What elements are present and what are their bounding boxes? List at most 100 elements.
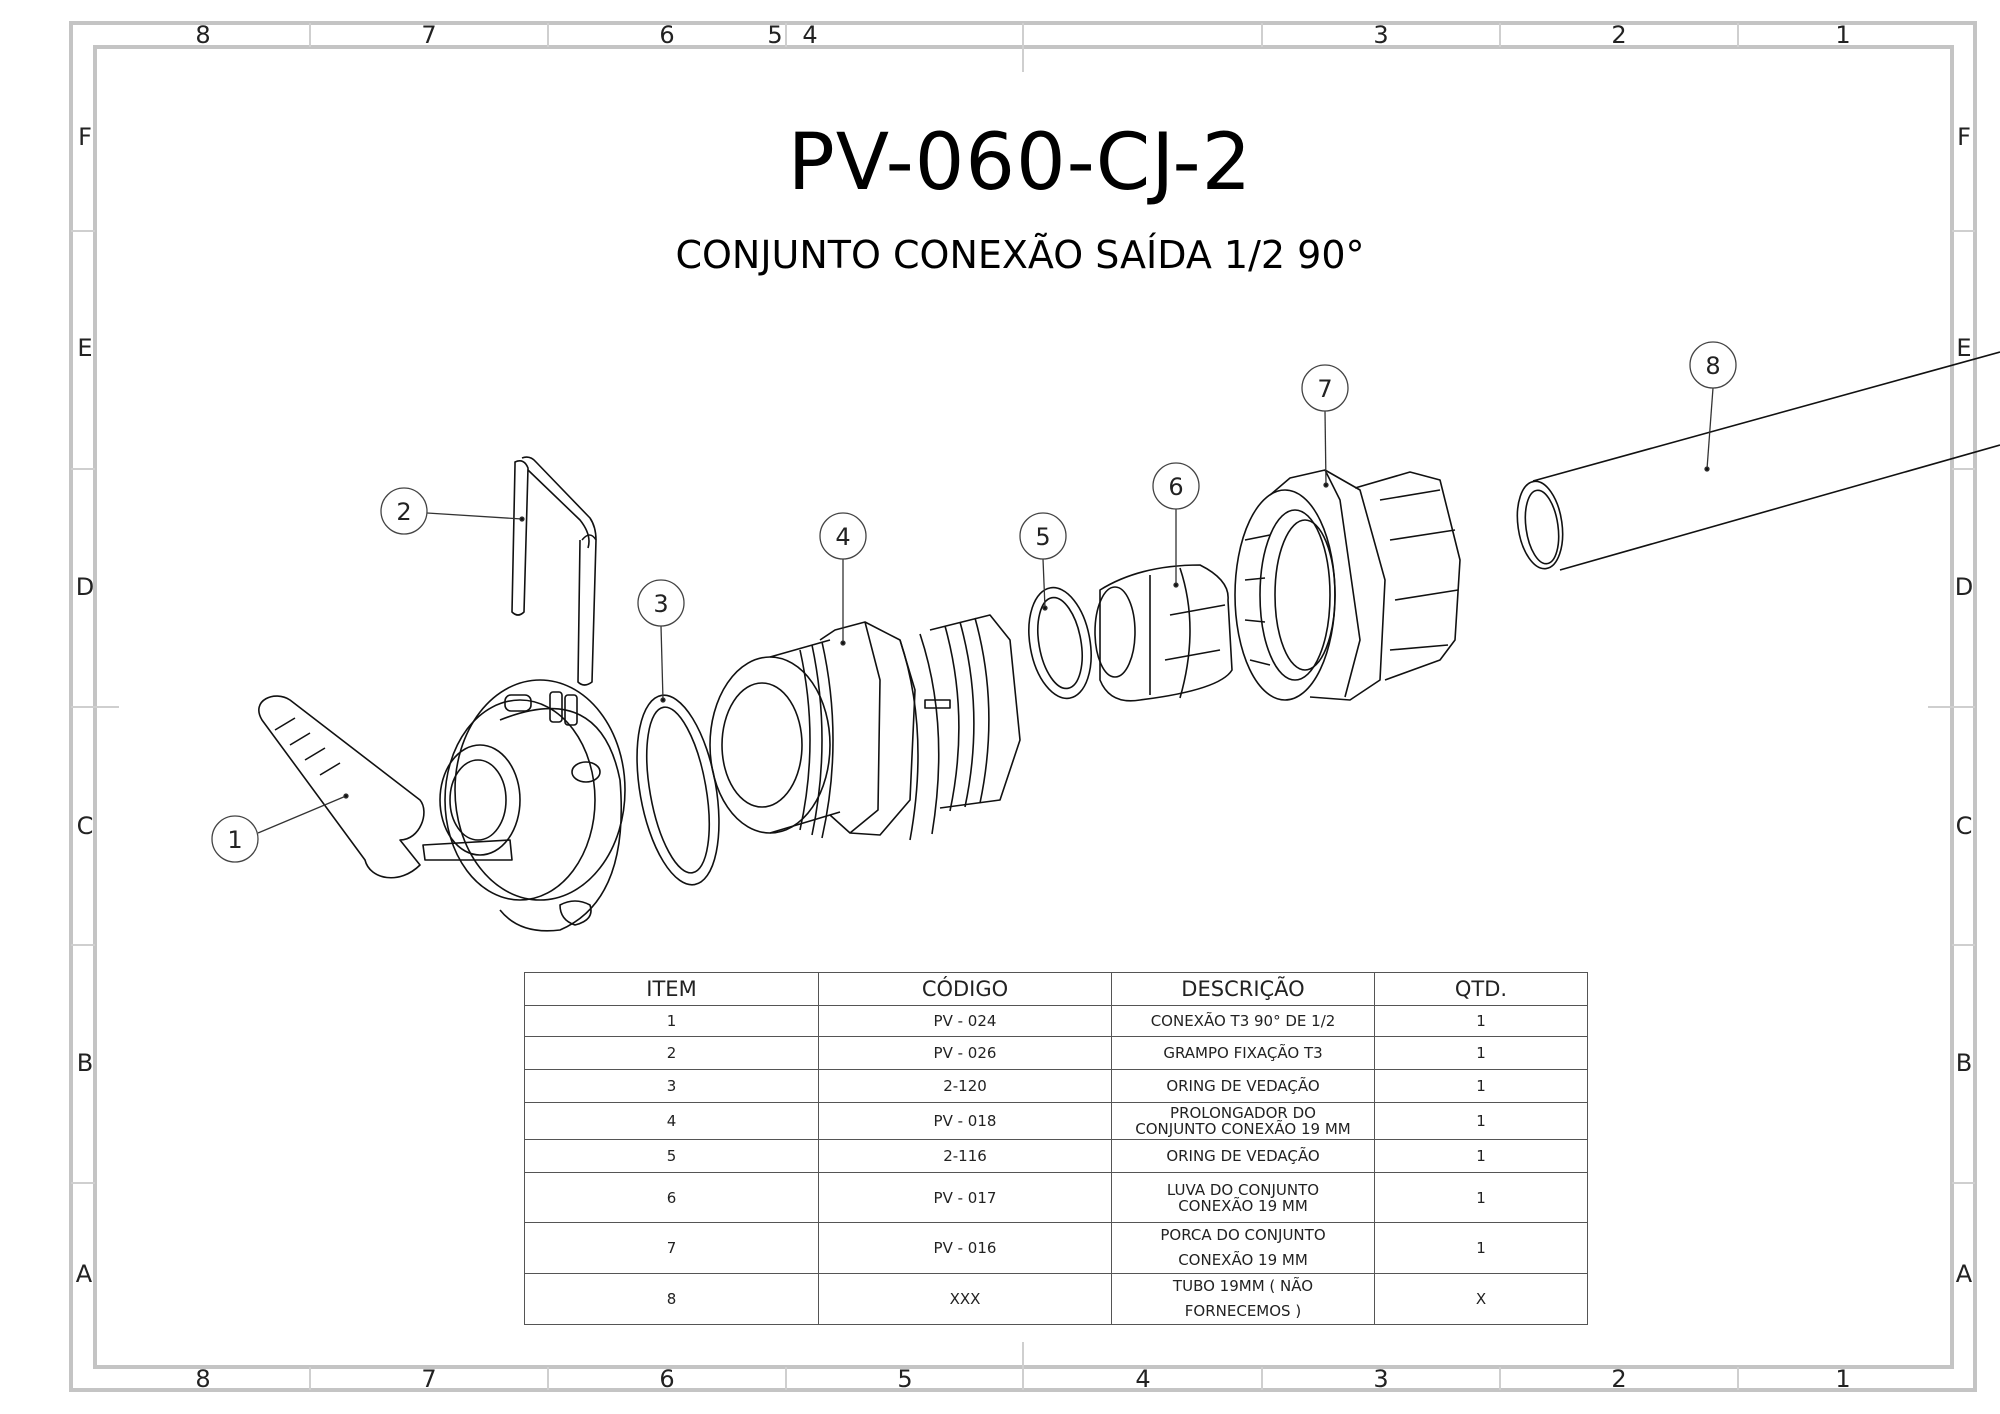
balloon-1: 1	[211, 815, 259, 863]
part-8-tube-drawing	[1516, 351, 2000, 571]
bom-row: 1 PV - 024 CONEXÃO T3 90° DE 1/2 1	[524, 1005, 1588, 1037]
exploded-view	[258, 351, 2000, 932]
bom-header-row: ITEM CÓDIGO DESCRIÇÃO QTD.	[524, 972, 1588, 1006]
bill-of-materials-table: ITEM CÓDIGO DESCRIÇÃO QTD. 1 PV - 024 CO…	[524, 972, 1588, 1325]
drawing-number: PV-060-CJ-2	[787, 118, 1253, 208]
zone-row-left-e: E	[77, 334, 93, 362]
part-6-sleeve-drawing	[1094, 564, 1233, 702]
zone-dividers	[71, 23, 1975, 1390]
part-5-oring-drawing	[1028, 586, 1092, 700]
bom-qty: 1	[1374, 1102, 1588, 1140]
zone-col-bottom-5: 5	[897, 1365, 913, 1393]
zone-col-bottom-3: 3	[1373, 1365, 1389, 1393]
bom-header-description: DESCRIÇÃO	[1111, 972, 1375, 1006]
bom-code: 2-120	[818, 1069, 1112, 1103]
zone-row-right-d: D	[1954, 573, 1974, 601]
zone-row-left-b: B	[76, 1049, 94, 1077]
bom-description: CONEXÃO T3 90° DE 1/2	[1111, 1005, 1375, 1037]
svg-text:7: 7	[1317, 375, 1332, 403]
svg-text:1: 1	[227, 826, 242, 854]
zone-col-bottom-7: 7	[421, 1365, 437, 1393]
bom-row: 2 PV - 026 GRAMPO FIXAÇÃO T3 1	[524, 1036, 1588, 1070]
zone-row-right-f: F	[1957, 123, 1971, 151]
bom-code: PV - 017	[818, 1172, 1112, 1223]
zone-row-left-f: F	[78, 123, 92, 151]
bom-item: 6	[524, 1172, 819, 1223]
svg-text:2: 2	[396, 498, 411, 526]
svg-text:5: 5	[1035, 523, 1050, 551]
bom-item: 7	[524, 1222, 819, 1274]
bom-qty: 1	[1374, 1036, 1588, 1070]
part-7-nut-drawing	[1234, 469, 1461, 701]
leader-lines	[257, 387, 1714, 834]
bom-code: PV - 024	[818, 1005, 1112, 1037]
zone-col-top-3: 3	[1373, 21, 1389, 49]
zone-col-top-4: 4	[802, 21, 818, 49]
bom-header-code: CÓDIGO	[818, 972, 1112, 1006]
zone-col-top-5: 5	[767, 21, 783, 49]
zone-row-left-c: C	[76, 812, 94, 840]
zone-row-left-a: A	[75, 1260, 93, 1288]
part-2-clip-drawing	[511, 456, 597, 686]
bom-qty: 1	[1374, 1139, 1588, 1173]
bom-code: 2-116	[818, 1139, 1112, 1173]
bom-item: 2	[524, 1036, 819, 1070]
bom-description: ORING DE VEDAÇÃO	[1111, 1139, 1375, 1173]
bom-code: PV - 018	[818, 1102, 1112, 1140]
balloon-3: 3	[637, 579, 685, 627]
bom-code: PV - 026	[818, 1036, 1112, 1070]
zone-col-top-1: 1	[1835, 21, 1851, 49]
zone-row-right-e: E	[1956, 334, 1972, 362]
bom-description: ORING DE VEDAÇÃO	[1111, 1069, 1375, 1103]
bom-qty: X	[1374, 1273, 1588, 1325]
bom-code: XXX	[818, 1273, 1112, 1325]
bom-qty: 1	[1374, 1172, 1588, 1223]
bom-header-qty: QTD.	[1374, 972, 1588, 1006]
bom-code: PV - 016	[818, 1222, 1112, 1274]
svg-text:3: 3	[653, 590, 668, 618]
bom-row: 3 2-120 ORING DE VEDAÇÃO 1	[524, 1069, 1588, 1103]
zone-row-left-d: D	[75, 573, 95, 601]
zone-col-bottom-2: 2	[1611, 1365, 1627, 1393]
zone-col-top-6: 6	[659, 21, 675, 49]
balloon-2: 2	[380, 487, 428, 535]
part-1-connection-drawing	[258, 679, 626, 932]
bom-item: 3	[524, 1069, 819, 1103]
balloon-8: 8	[1689, 341, 1737, 389]
bom-row: 5 2-116 ORING DE VEDAÇÃO 1	[524, 1139, 1588, 1173]
bom-item: 1	[524, 1005, 819, 1037]
bom-description: GRAMPO FIXAÇÃO T3	[1111, 1036, 1375, 1070]
bom-qty: 1	[1374, 1069, 1588, 1103]
item-balloons: 1 2 3 4 5 6 7 8	[211, 341, 1737, 863]
zone-col-bottom-1: 1	[1835, 1365, 1851, 1393]
bom-item: 4	[524, 1102, 819, 1140]
zone-col-top-7: 7	[421, 21, 437, 49]
balloon-5: 5	[1019, 512, 1067, 560]
zone-col-bottom-8: 8	[195, 1365, 211, 1393]
bom-qty: 1	[1374, 1222, 1588, 1274]
balloon-7: 7	[1301, 364, 1349, 412]
zone-row-right-c: C	[1955, 812, 1973, 840]
svg-text:4: 4	[835, 523, 850, 551]
bom-item: 8	[524, 1273, 819, 1325]
bom-qty: 1	[1374, 1005, 1588, 1037]
zone-col-bottom-4: 4	[1135, 1365, 1151, 1393]
bom-item: 5	[524, 1139, 819, 1173]
bom-header-item: ITEM	[524, 972, 819, 1006]
zone-row-right-b: B	[1955, 1049, 1973, 1077]
zone-col-top-8: 8	[195, 21, 211, 49]
drawing-subtitle: CONJUNTO CONEXÃO SAÍDA 1/2 90°	[675, 233, 1365, 277]
part-3-oring-drawing	[636, 694, 720, 886]
zone-row-right-a: A	[1955, 1260, 1973, 1288]
balloon-6: 6	[1152, 462, 1200, 510]
